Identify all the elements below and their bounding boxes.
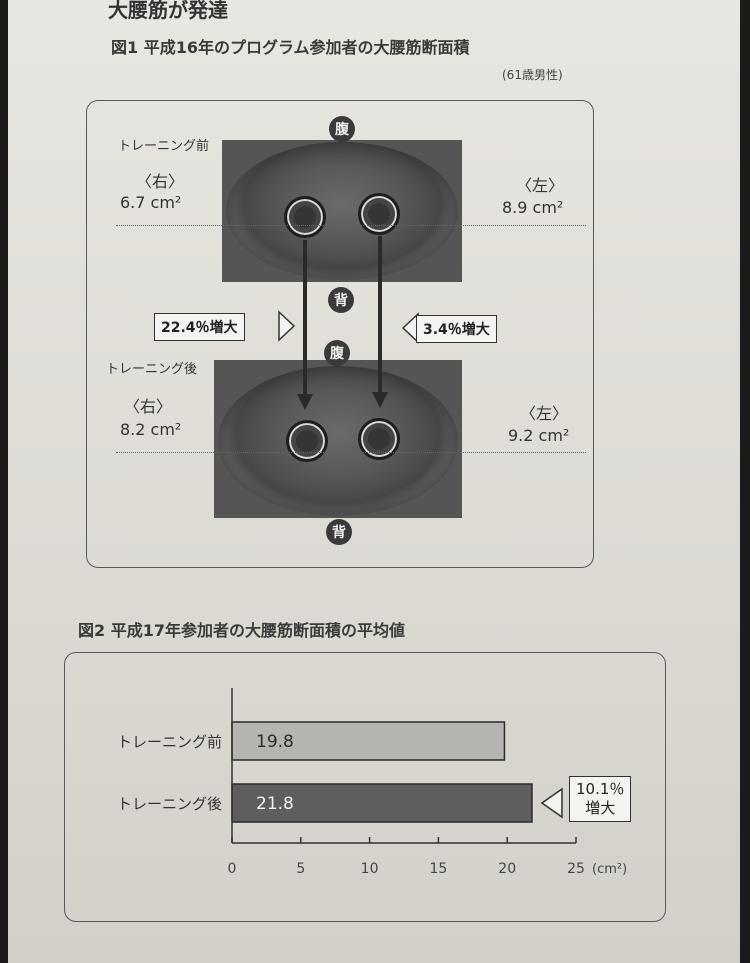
left-side-after: 〈左〉: [520, 404, 569, 423]
page: 大腰筋が発達 図1 平成16年のプログラム参加者の大腰筋断面積 (61歳男性) …: [8, 0, 740, 963]
figure2-panel: [64, 652, 666, 922]
annotation-pointer: [540, 787, 563, 819]
increase-annotation-value: 10.1％: [576, 780, 625, 798]
x-tick-label-5: 25: [567, 861, 585, 877]
arrow-right-head: [297, 394, 313, 410]
muscle-marker-before-left: [358, 193, 400, 235]
right-side-before: 〈右〉: [136, 172, 185, 191]
increase-annotation: 10.1％ 増大: [569, 776, 632, 822]
mri-scan-after: [214, 360, 462, 518]
category-label-1: トレーニング後: [117, 795, 222, 813]
section-heading: 大腰筋が発達: [108, 0, 228, 22]
left-side-before: 〈左〉: [516, 176, 565, 195]
muscle-marker-before-right: [284, 196, 326, 238]
mri-scan-before: [222, 140, 462, 282]
x-tick-label-3: 15: [429, 861, 447, 877]
back-badge-before: 背: [328, 287, 354, 313]
right-value-before: 6.7 cm²: [120, 193, 182, 212]
level-line-before: [116, 225, 586, 226]
increase-annotation-text: 増大: [585, 799, 616, 817]
callout-right-pointer: [278, 310, 296, 342]
back-badge-after: 背: [326, 519, 352, 545]
muscle-marker-after-left: [358, 418, 400, 460]
x-tick-label-2: 10: [361, 861, 379, 877]
right-value-after: 8.2 cm²: [120, 420, 182, 439]
increase-right-callout: 22.4％増大: [154, 313, 245, 341]
bar-chart: 19.8 トレーニング前 21.8 トレーニング後 0 5 10 15 20 25 (cm²): [117, 688, 627, 877]
label-before: トレーニング前: [118, 139, 210, 154]
bar-value-label-0: 19.8: [256, 732, 294, 752]
change-arrows: [278, 236, 419, 410]
abdomen-badge-after: 腹: [324, 340, 350, 366]
label-after: トレーニング後: [106, 362, 198, 377]
figure2-title: 図2 平成17年参加者の大腰筋断面積の平均値: [78, 621, 405, 640]
figure1-panel: [86, 100, 594, 568]
x-tick-label-0: 0: [228, 861, 237, 877]
left-value-before: 8.9 cm²: [502, 198, 564, 217]
arrow-left-head: [372, 392, 388, 408]
figure1-title: 図1 平成16年のプログラム参加者の大腰筋断面積: [111, 38, 470, 57]
x-tick-label-1: 5: [296, 861, 305, 877]
abdomen-badge-before: 腹: [329, 116, 355, 142]
x-tick-label-4: 20: [498, 861, 516, 877]
right-side-after: 〈右〉: [124, 397, 173, 416]
x-axis-unit: (cm²): [592, 862, 627, 877]
figure1-subject: (61歳男性): [502, 68, 563, 82]
bar-value-label-1: 21.8: [256, 794, 294, 814]
level-line-after: [116, 452, 586, 453]
left-value-after: 9.2 cm²: [508, 426, 570, 445]
increase-left-callout: 3.4％増大: [416, 315, 497, 343]
muscle-marker-after-right: [286, 420, 328, 462]
category-label-0: トレーニング前: [117, 733, 222, 751]
